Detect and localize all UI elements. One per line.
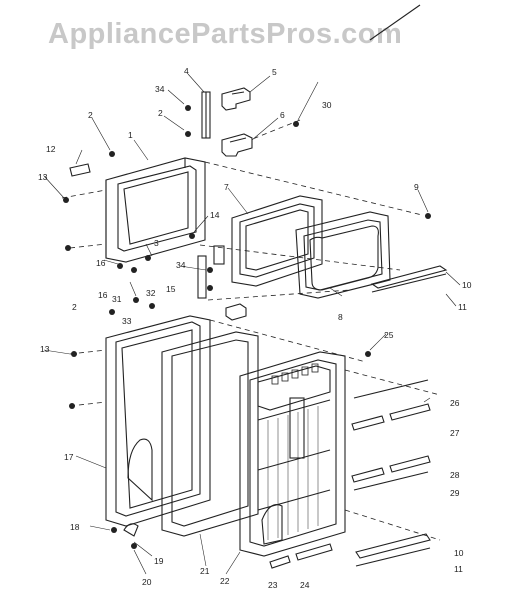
- callout-12: 12: [46, 144, 56, 154]
- callout-27: 27: [450, 428, 460, 438]
- door-strip-24: [295, 543, 333, 561]
- callout-2b: 2: [158, 108, 163, 118]
- freezer-shelf-bar: [370, 265, 448, 293]
- door-gasket: [161, 331, 259, 537]
- callout-6: 6: [280, 110, 285, 120]
- callout-1: 1: [128, 130, 133, 140]
- freezer-door-outer-panel: [105, 157, 206, 263]
- callout-2a: 2: [88, 110, 93, 120]
- shelf-strip-27a: [351, 415, 385, 431]
- freezer-door-liner: [213, 195, 323, 287]
- shelf-rod-26: [353, 379, 429, 399]
- callout-31: 31: [112, 294, 122, 304]
- callout-34b: 34: [176, 260, 186, 270]
- callout-3: 3: [154, 238, 159, 248]
- callout-29: 29: [450, 488, 460, 498]
- shelf-rod-29: [353, 471, 429, 491]
- bottom-shelf-bar: [355, 533, 431, 559]
- callout-13b: 13: [40, 344, 50, 354]
- callout-13a: 13: [38, 172, 48, 182]
- top-hinge: [221, 87, 251, 111]
- callout-11b: 11: [454, 564, 463, 574]
- shelf-strip-27b: [389, 403, 431, 421]
- callout-28: 28: [450, 470, 460, 480]
- callout-22: 22: [220, 576, 230, 586]
- callout-7: 7: [224, 182, 229, 192]
- callout-15: 15: [166, 284, 176, 294]
- callout-16a: 16: [96, 258, 106, 268]
- shelf-strip-28b: [389, 455, 431, 473]
- callout-2c: 2: [72, 302, 77, 312]
- callout-21: 21: [200, 566, 210, 576]
- callout-34a: 34: [155, 84, 165, 94]
- fresh-food-door-outer-panel: [105, 315, 211, 527]
- callout-14: 14: [210, 210, 220, 220]
- callout-leaders: [43, 73, 461, 575]
- freezer-door-bin: [295, 211, 391, 299]
- lower-hinge: [225, 303, 247, 321]
- callout-16b: 16: [98, 290, 108, 300]
- callout-4: 4: [184, 66, 189, 76]
- callout-19: 19: [154, 556, 164, 566]
- callout-5: 5: [272, 67, 277, 77]
- shelf-strip-28a: [351, 467, 385, 483]
- callout-labels: 1 2 2 3 4 5 6 7 8 9 10 11 12 13 14 15 16…: [38, 66, 472, 590]
- callout-10a: 10: [462, 280, 472, 290]
- freezer-handle: [69, 163, 91, 177]
- callout-9: 9: [414, 182, 419, 192]
- callout-8: 8: [338, 312, 343, 322]
- center-hinge: [221, 133, 253, 157]
- callout-10b: 10: [454, 548, 464, 558]
- watermark: AppliancePartsPros.com: [48, 18, 403, 50]
- callout-30: 30: [322, 100, 332, 110]
- door-stop-lower: [197, 255, 207, 299]
- callout-26: 26: [450, 398, 460, 408]
- callout-11a: 11: [458, 302, 467, 312]
- callout-17: 17: [64, 452, 74, 462]
- door-strip-23: [269, 555, 291, 569]
- callout-18: 18: [70, 522, 80, 532]
- bottom-hinge-pin: [123, 523, 139, 537]
- fresh-food-door-liner: [239, 351, 346, 557]
- callout-25: 25: [384, 330, 394, 340]
- screws: [63, 105, 431, 549]
- corner-line: [369, 4, 421, 41]
- callout-33: 33: [122, 316, 132, 326]
- callout-23: 23: [268, 580, 278, 590]
- callout-24: 24: [300, 580, 310, 590]
- callout-32: 32: [146, 288, 156, 298]
- callout-20: 20: [142, 577, 152, 587]
